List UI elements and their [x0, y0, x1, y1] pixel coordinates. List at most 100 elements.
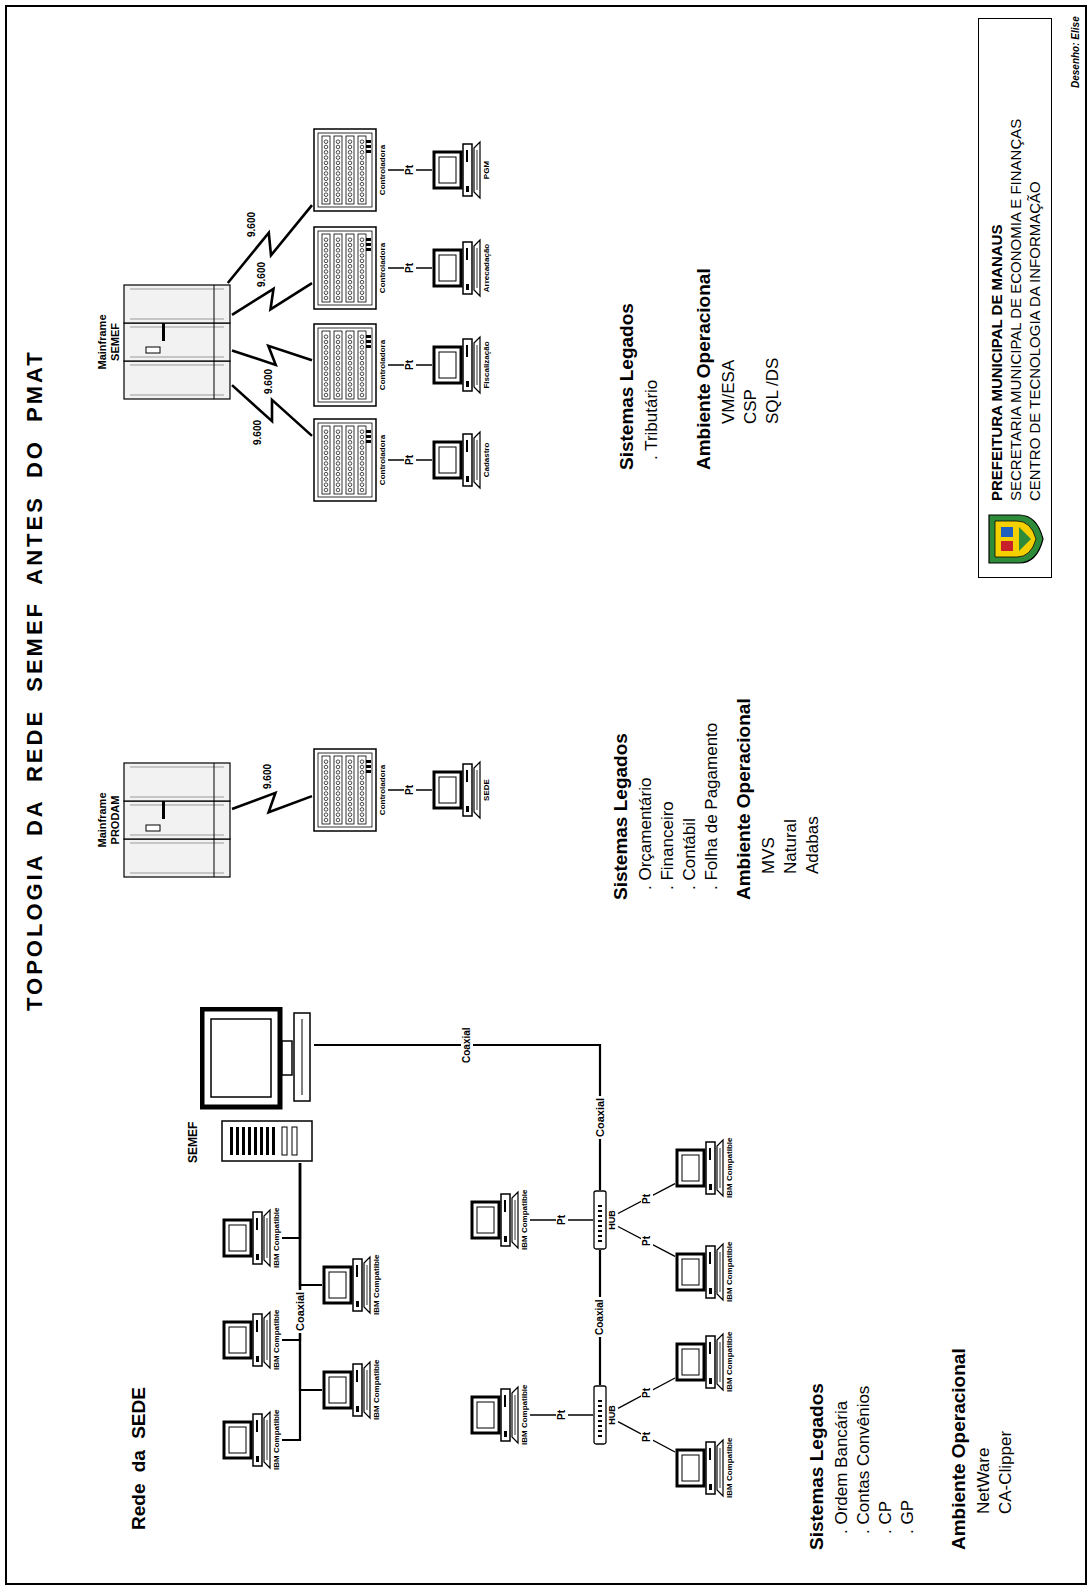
- text-label: Rede da SEDE: [128, 1387, 150, 1530]
- hub-label: HUB: [607, 1210, 618, 1230]
- computer-icon-graphic: [432, 335, 482, 395]
- coaxial-cable: [300, 1163, 322, 1390]
- text-label: MVS: [759, 837, 779, 874]
- computer-icon-graphic: [675, 1242, 725, 1302]
- serial-link: [232, 793, 312, 812]
- text-label: . GP: [898, 1500, 918, 1534]
- controller-unit: Controladora: [312, 225, 388, 311]
- computer-icon-graphic: [322, 1255, 372, 1315]
- section-heading: Sistemas Legados: [616, 303, 638, 470]
- section-heading: Sistemas Legados: [806, 1383, 828, 1550]
- computer-icon-graphic: [432, 760, 482, 820]
- computer-icon-graphic: [432, 238, 482, 298]
- computer-icon: [432, 238, 482, 298]
- link-label: Pt: [404, 358, 416, 372]
- link-label: Pt: [556, 1213, 568, 1227]
- workstation: IBM Compatible: [222, 1410, 282, 1470]
- device-label: IBM Compatible: [725, 1438, 735, 1498]
- device-label: IBM Compatible: [520, 1385, 530, 1445]
- computer-icon: [432, 760, 482, 820]
- text-label: . Contas Convênios: [854, 1386, 874, 1534]
- hub-icon-graphic: [593, 1190, 607, 1250]
- city-emblem-graphic: [985, 511, 1045, 567]
- serial-link: [232, 283, 312, 315]
- link-label: Coaxial: [461, 1025, 473, 1065]
- computer-icon-graphic: [470, 1385, 520, 1445]
- workstation: IBM Compatible: [322, 1255, 382, 1315]
- controller-icon-graphic: [312, 747, 378, 833]
- device-label: IBM Compatible: [725, 1242, 735, 1302]
- controller-icon: [312, 417, 378, 503]
- controller-icon: [312, 322, 378, 408]
- controller-unit: Controladora: [312, 127, 388, 213]
- device-label: Arrecadação: [482, 244, 492, 292]
- controller-label: Controladora: [378, 435, 388, 485]
- point-link: [618, 1184, 675, 1214]
- workstation: IBM Compatible: [675, 1438, 735, 1498]
- text-label: . Ordem Bancária: [832, 1401, 852, 1534]
- network-server: SEMEF: [186, 1007, 314, 1163]
- text-label: . Tributário: [642, 380, 662, 460]
- workstation: IBM Compatible: [222, 1208, 282, 1268]
- device-label: IBM Compatible: [372, 1360, 382, 1420]
- link-label: 9.600: [263, 367, 275, 396]
- computer-icon: [675, 1242, 725, 1302]
- hub-label: HUB: [607, 1405, 618, 1425]
- text-label: Natural: [781, 819, 801, 874]
- device-label: IBM Compatible: [372, 1255, 382, 1315]
- link-label: 9.600: [246, 210, 258, 239]
- institution-line: CENTRO DE TECNOLOGIA DA INFORMAÇÃO: [1025, 119, 1044, 501]
- network-hub: HUB: [593, 1190, 618, 1250]
- hub-icon: [593, 1190, 607, 1250]
- computer-icon: [470, 1385, 520, 1445]
- section-heading: Ambiente Operacional: [733, 698, 755, 900]
- link-label: 9.600: [256, 260, 268, 289]
- device-label: IBM Compatible: [725, 1332, 735, 1392]
- device-label: Fiscalização: [482, 341, 492, 388]
- controller-icon-graphic: [312, 322, 378, 408]
- controller-label: Controladora: [378, 765, 388, 815]
- computer-icon: [432, 335, 482, 395]
- mainframe-icon-graphic: [122, 761, 232, 879]
- server-label: SEMEF: [186, 1122, 200, 1163]
- computer-icon: [470, 1190, 520, 1250]
- mainframe: Mainframe SEMEF: [96, 283, 232, 401]
- computer-icon: [675, 1138, 725, 1198]
- mainframe-label: Mainframe PRODAM: [96, 784, 122, 856]
- coaxial-cable: [300, 1163, 322, 1285]
- link-label: Pt: [556, 1408, 568, 1422]
- computer-icon-graphic: [322, 1360, 372, 1420]
- computer-icon-graphic: [675, 1438, 725, 1498]
- link-label: Pt: [641, 1234, 653, 1248]
- cable-label: Coaxial: [294, 1290, 307, 1333]
- server-icon: [200, 1007, 314, 1163]
- link-label: Pt: [404, 163, 416, 177]
- workstation: IBM Compatible: [675, 1242, 735, 1302]
- controller-unit: Controladora: [312, 417, 388, 503]
- link-label: Pt: [404, 783, 416, 797]
- mainframe-icon: [122, 283, 232, 401]
- computer-icon-graphic: [222, 1410, 272, 1470]
- text-label: . Folha de Pagamento: [702, 723, 722, 890]
- computer-icon: [222, 1410, 272, 1470]
- text-label: . Financeiro: [658, 801, 678, 890]
- serial-link: [228, 205, 312, 283]
- computer-icon: [675, 1438, 725, 1498]
- mainframe-icon: [122, 761, 232, 879]
- institution-line: SECRETARIA MUNICIPAL DE ECONOMIA E FINAN…: [1006, 119, 1025, 501]
- server-icon-graphic: [200, 1007, 314, 1163]
- workstation: PGM: [432, 140, 492, 200]
- controller-unit: Controladora: [312, 747, 388, 833]
- serial-link: [232, 346, 312, 365]
- computer-icon-graphic: [470, 1190, 520, 1250]
- city-emblem: [985, 511, 1045, 567]
- workstation: Cadastro: [432, 430, 492, 490]
- diagram-title: TOPOLOGIA DA REDE SEMEF ANTES DO PMAT: [22, 349, 48, 1011]
- controller-icon-graphic: [312, 127, 378, 213]
- computer-icon: [432, 430, 482, 490]
- controller-label: Controladora: [378, 243, 388, 293]
- workstation: IBM Compatible: [470, 1190, 530, 1250]
- coaxial-cable: [282, 1163, 300, 1238]
- section-heading: Ambiente Operacional: [948, 1348, 970, 1550]
- institution-text: PREFEITURA MUNICIPAL DE MANAUSSECRETARIA…: [987, 119, 1044, 501]
